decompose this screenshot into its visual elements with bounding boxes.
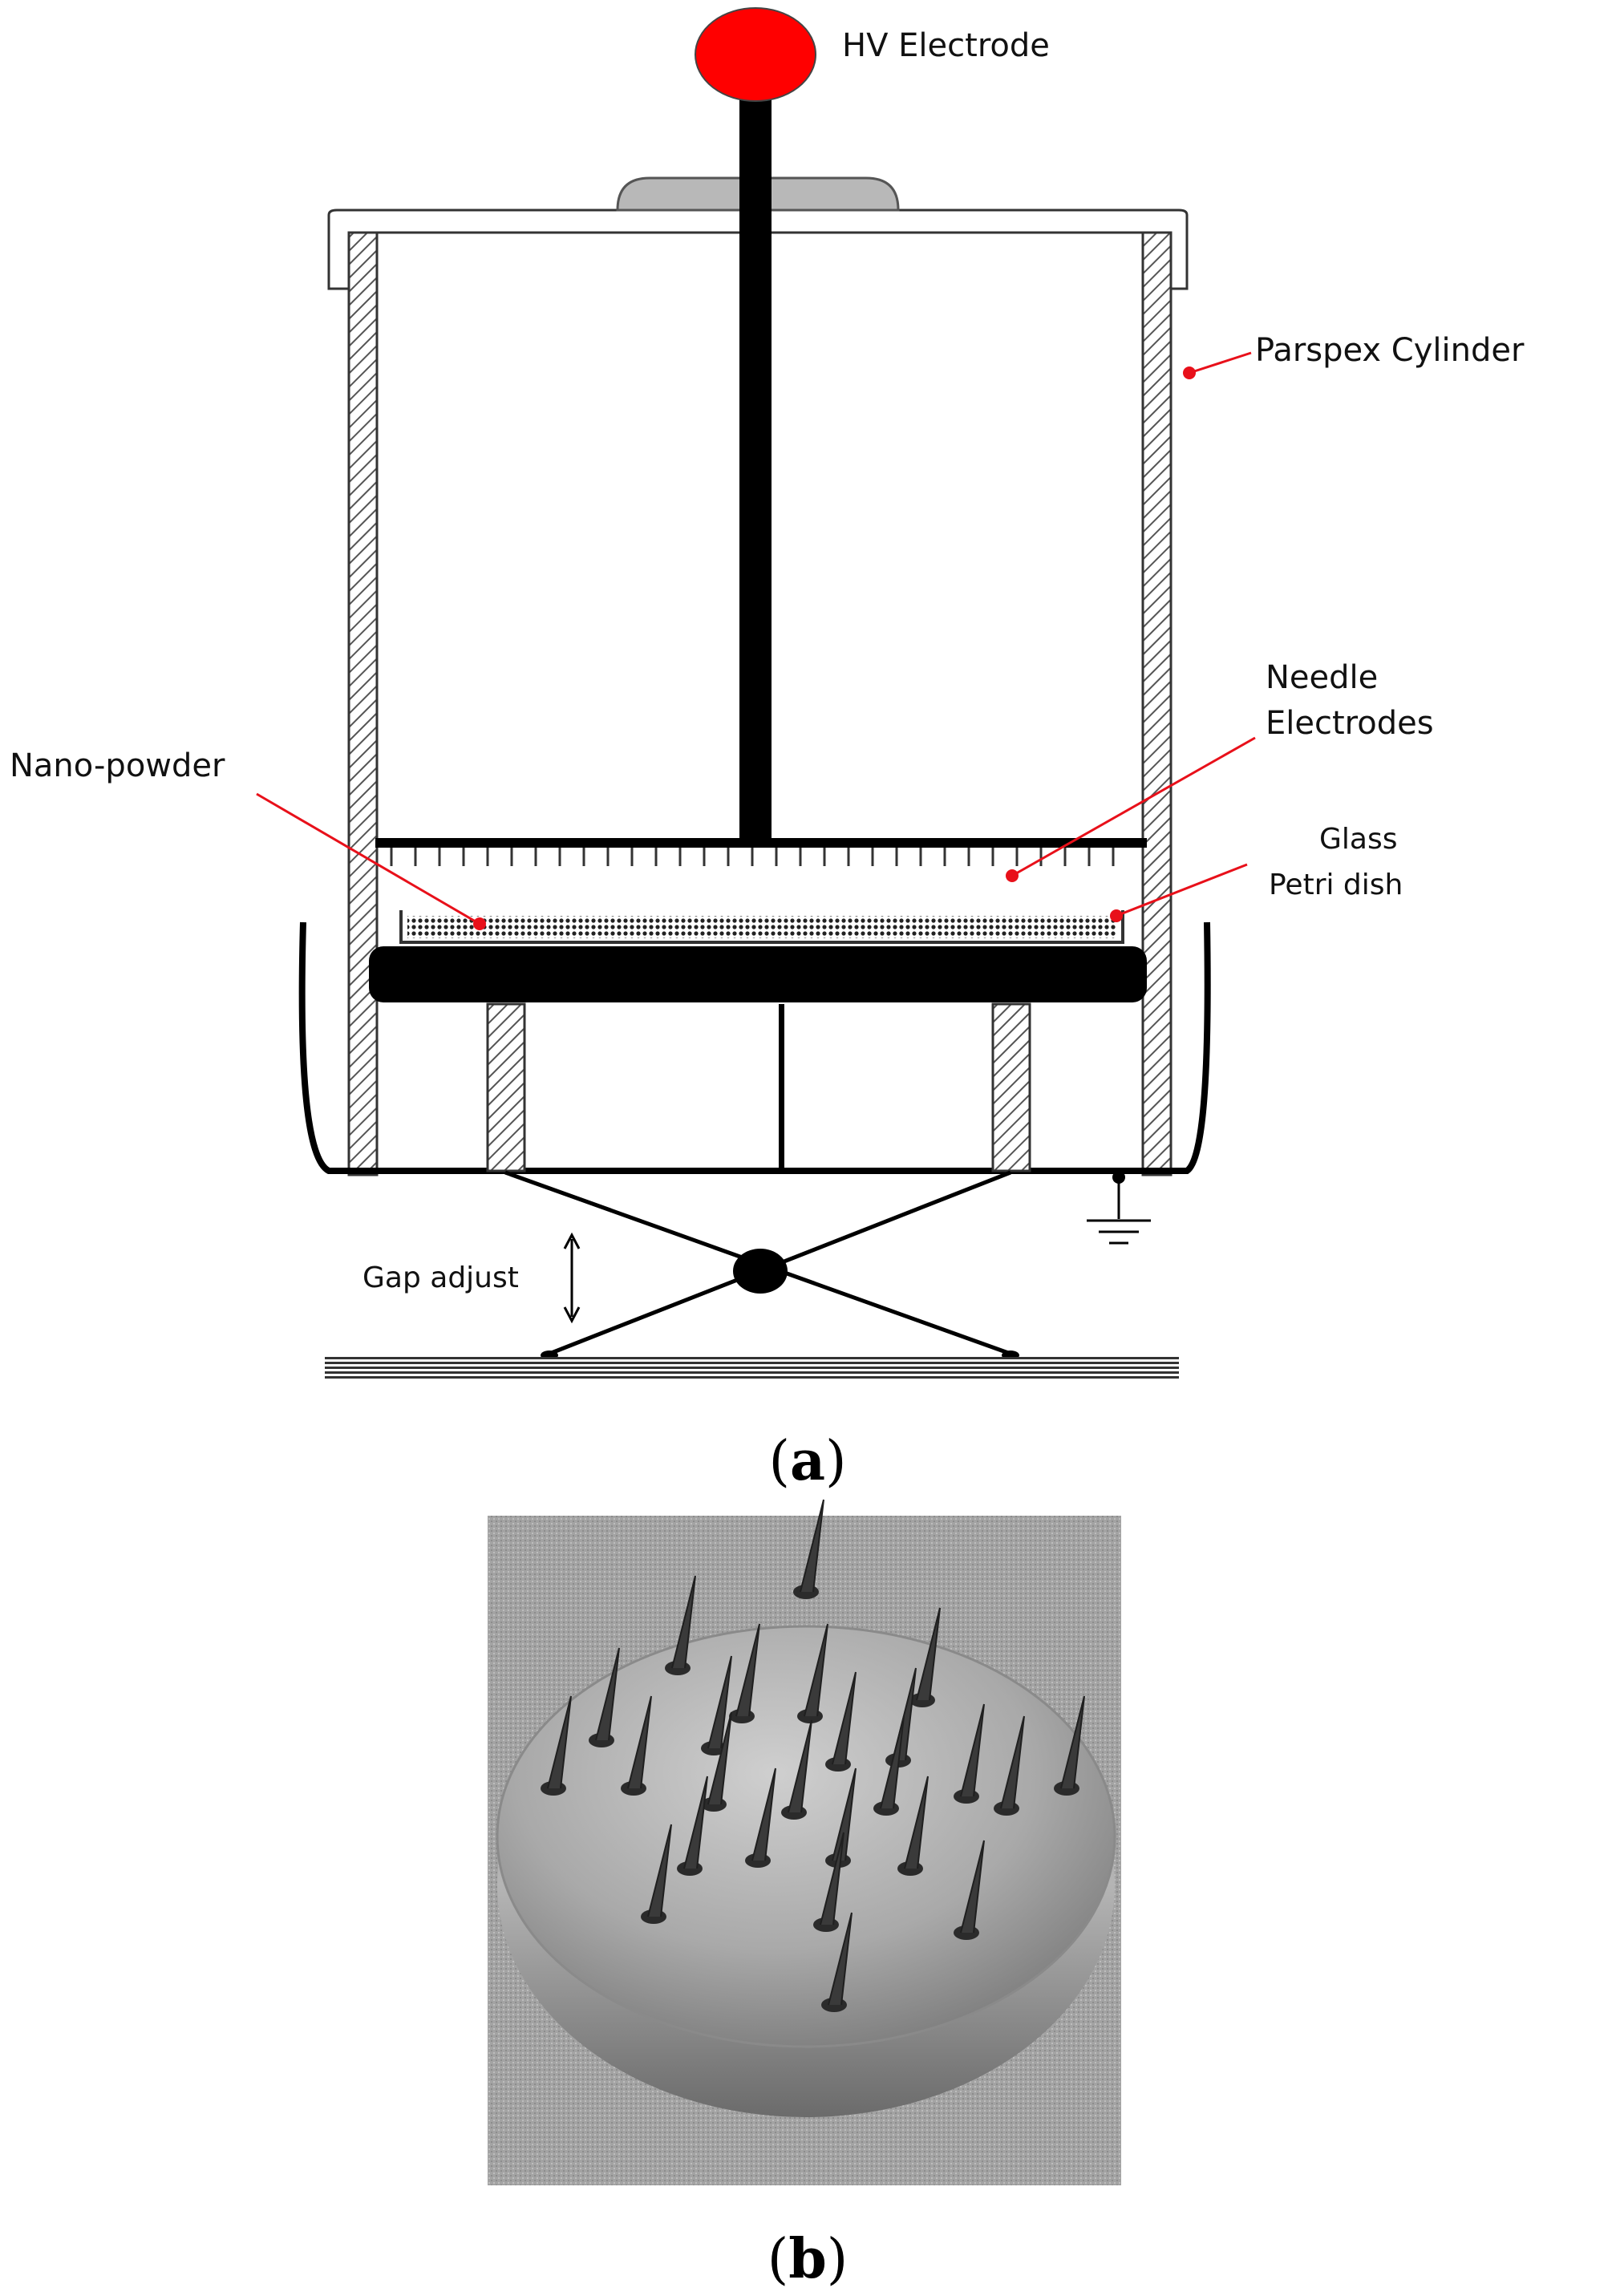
nail-shaft: [751, 1768, 776, 1861]
label-nano-powder: Nano-powder: [10, 747, 225, 784]
label-needle-line2: Electrodes: [1266, 705, 1434, 742]
ground-symbol: [1087, 1171, 1151, 1245]
nail-shaft: [880, 1715, 905, 1809]
caption-a: (a): [768, 1429, 846, 1493]
support-right: [991, 1002, 1031, 1172]
lift-pivot: [733, 1249, 788, 1294]
scissor-lift: [504, 1170, 1019, 1360]
panel-b: (b): [488, 1499, 1121, 2291]
glass-pointer: [1116, 863, 1248, 917]
caption-b: (b): [767, 2227, 849, 2291]
nail-shaft: [800, 1499, 824, 1593]
nail-shaft: [820, 1832, 844, 1925]
nail-shaft: [595, 1647, 620, 1741]
nail-shaft: [707, 1655, 732, 1749]
center-post: [779, 1004, 784, 1171]
nail-shaft: [671, 1575, 696, 1669]
nail-shaft: [788, 1719, 812, 1813]
nail-shaft: [627, 1695, 652, 1789]
needle-electrodes: [390, 848, 1115, 866]
ground-vessel: [298, 921, 1211, 1174]
label-pointers: [256, 351, 1256, 930]
cylinder-pointer: [1189, 351, 1252, 375]
panel-a: HV Electrode Parspex Cylinder Needle Ele…: [10, 7, 1525, 1493]
hv-rod: [739, 88, 772, 838]
nail-shaft: [828, 1912, 853, 2006]
needle-pointer: [1011, 736, 1256, 877]
base-plate: [325, 1357, 1179, 1381]
label-parspex-cylinder: Parspex Cylinder: [1255, 332, 1525, 369]
gap-adjust-arrow: [563, 1232, 581, 1324]
nail-shaft: [960, 1703, 985, 1797]
nano-powder-layer: [407, 916, 1116, 938]
disc-top: [496, 1625, 1116, 2048]
nail-shaft: [735, 1623, 760, 1717]
nail-shaft: [832, 1768, 857, 1861]
label-gap-adjust: Gap adjust: [362, 1261, 519, 1294]
cylinder-wall-right: [1141, 231, 1173, 1176]
hv-electrode-ball: [695, 7, 816, 102]
needle-nails: [541, 1499, 1085, 2012]
nail-shaft: [832, 1671, 857, 1765]
nail-shaft: [1060, 1695, 1085, 1789]
label-glass-line2: Petri dish: [1269, 869, 1403, 901]
ground-plate: [369, 946, 1147, 1002]
nail-shaft: [904, 1776, 929, 1869]
nail-shaft: [707, 1711, 732, 1805]
needle-plate: [375, 838, 1147, 848]
label-hv-electrode: HV Electrode: [842, 27, 1050, 64]
label-needle-line1: Needle: [1266, 659, 1378, 696]
support-left: [486, 1002, 526, 1172]
nano-powder-pointer: [256, 792, 480, 925]
label-glass-line1: Glass: [1319, 823, 1397, 856]
cylinder-wall-left: [347, 231, 379, 1176]
nail-shaft: [547, 1695, 572, 1789]
nail-shaft: [804, 1623, 828, 1717]
petri-dish: [399, 910, 1124, 944]
nail-shaft: [683, 1776, 708, 1869]
nail-shaft: [960, 1840, 985, 1934]
nail-shaft: [1000, 1715, 1025, 1809]
nail-shaft: [647, 1824, 672, 1917]
nail-shaft: [916, 1607, 941, 1701]
